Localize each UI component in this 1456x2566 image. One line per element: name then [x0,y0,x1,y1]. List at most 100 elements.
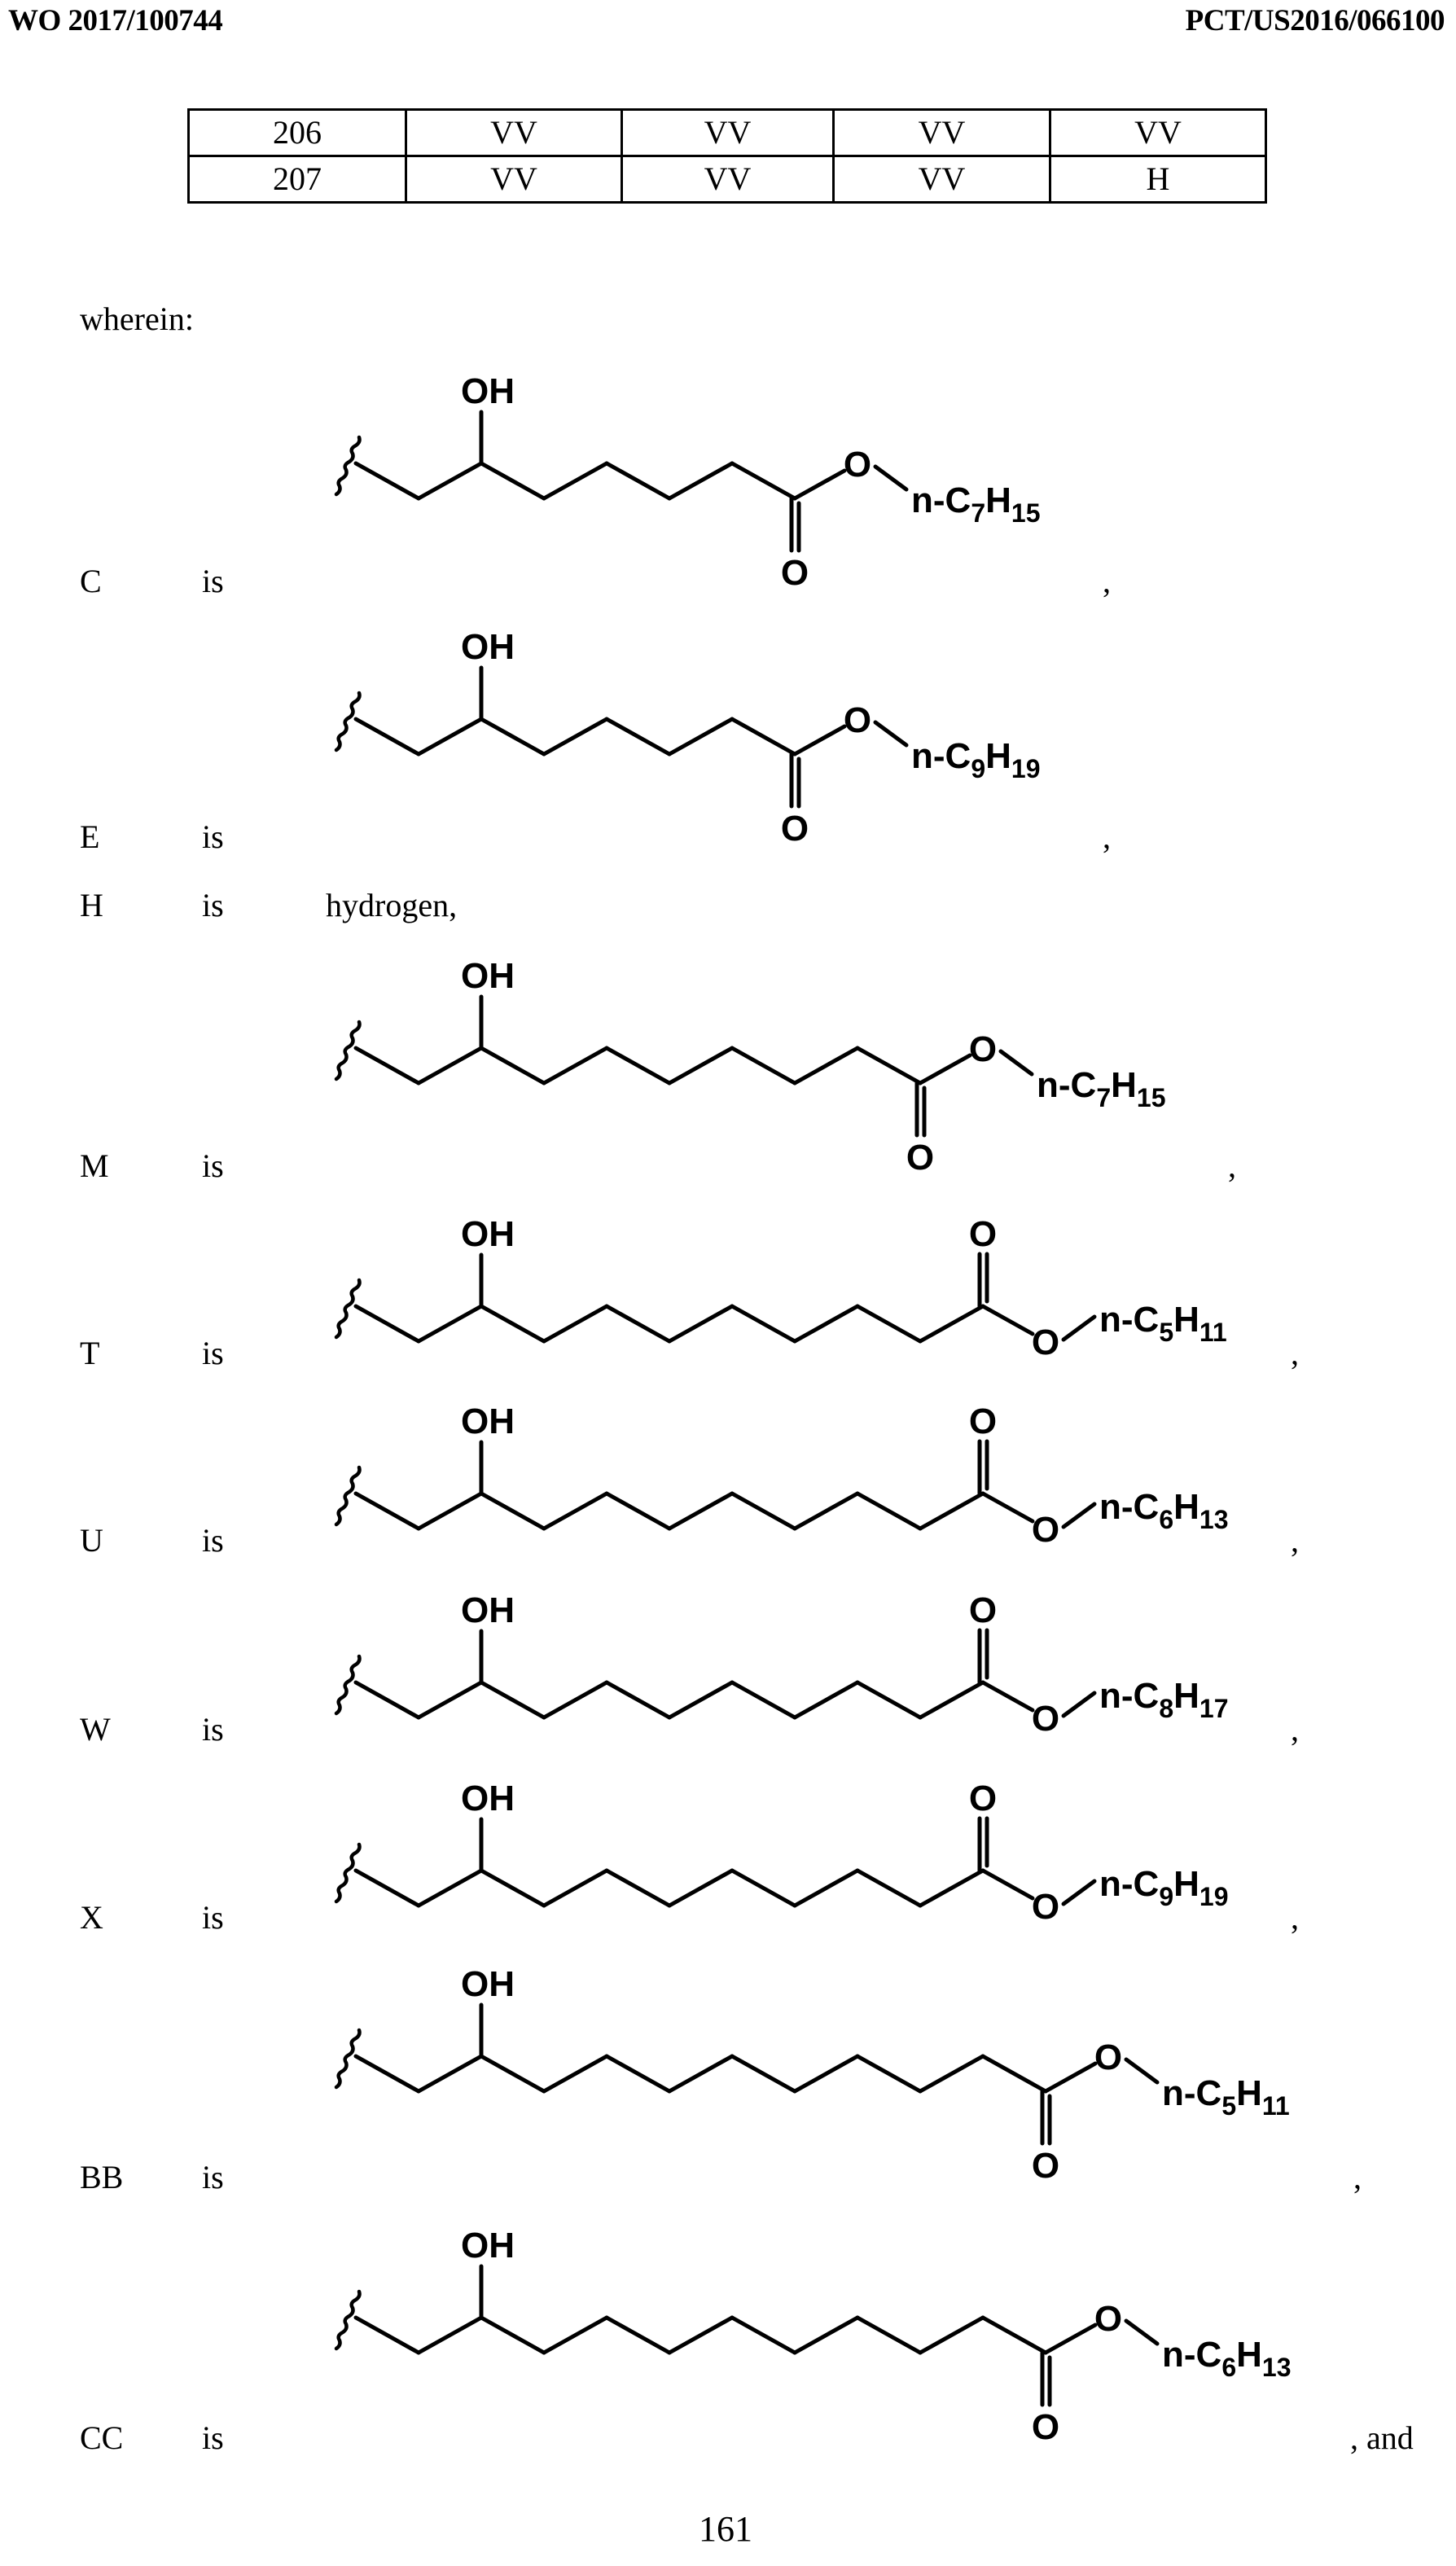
structure-m: OH O On-C7H15 [334,956,1165,1178]
alkyl-group-label: n-C8H17 [1099,1676,1228,1723]
table-cell: 207 [187,155,407,204]
hydroxyl-label: OH [461,1590,515,1630]
ester-oxygen-label: O [1094,2299,1122,2339]
alkyl-group-label: n-C7H15 [911,480,1040,528]
ester-oxygen-label: O [1032,1322,1059,1362]
compound-table: 206 VV VV VV VV 207 VV VV VV H [187,108,1267,204]
definition-symbol: U [80,1522,103,1559]
wavy-bond-icon [334,1465,362,1527]
structure-c: OH O On-C7H15 [334,371,1040,593]
alkyl-group-label: n-C9H19 [1099,1864,1228,1911]
carbonyl-oxygen-label: O [781,553,809,593]
structure-bb: OH O On-C5H11 [334,1964,1290,2186]
hydroxyl-label: OH [461,371,515,411]
definition-verb: is [202,1522,224,1559]
definition-verb: is [202,563,224,599]
definition-symbol: M [80,1147,109,1184]
definition-symbol: BB [80,2159,124,2195]
definition-symbol: H [80,887,103,923]
structure-u: OH O On-C6H13 [334,1401,1228,1550]
definition-trailing-punctuation: , [1103,818,1111,855]
table-cell: VV [405,155,623,204]
hydroxyl-label: OH [461,2226,515,2266]
table-row: 207 VV VV VV H [187,155,1267,204]
hydroxyl-label: OH [461,1779,515,1818]
hydroxyl-label: OH [461,956,515,996]
wavy-bond-icon [334,1278,362,1340]
hydroxyl-label: OH [461,627,515,667]
definition-trailing-punctuation: , and [1350,2419,1414,2456]
carbonyl-oxygen-label: O [969,1214,997,1254]
hydroxyl-label: OH [461,1214,515,1254]
wavy-bond-icon [334,1020,362,1081]
definition-verb: is [202,818,224,855]
ester-oxygen-label: O [1094,2037,1122,2077]
definition-trailing-punctuation: , [1291,1522,1299,1559]
wavy-bond-icon [334,2289,362,2351]
table-cell: VV [1049,108,1267,157]
structure-x: OH O On-C9H19 [334,1779,1228,1927]
carbonyl-oxygen-label: O [1032,2407,1059,2447]
definition-verb: is [202,1899,224,1936]
application-number: PCT/US2016/066100 [1185,4,1445,37]
table-cell: VV [832,108,1051,157]
wavy-bond-icon [334,691,362,752]
table-cell: VV [405,108,623,157]
ester-oxygen-label: O [1032,1699,1059,1739]
carbonyl-oxygen-label: O [969,1401,997,1441]
definition-trailing-punctuation: , [1353,2159,1362,2195]
definition-verb: is [202,2159,224,2195]
definition-verb: is [202,1711,224,1748]
alkyl-group-label: n-C7H15 [1037,1065,1165,1112]
table-cell: 206 [187,108,407,157]
definition-trailing-punctuation: , [1291,1899,1299,1936]
carbonyl-oxygen-label: O [906,1138,934,1178]
alkyl-group-label: n-C6H13 [1162,2335,1291,2382]
structure-w: OH O On-C8H17 [334,1590,1228,1739]
table-cell: VV [832,155,1051,204]
ester-oxygen-label: O [1032,1510,1059,1550]
alkyl-group-label: n-C5H11 [1099,1300,1227,1347]
wherein-label: wherein: [80,300,194,337]
definition-trailing-punctuation: , [1228,1147,1236,1184]
definition-verb: is [202,887,224,923]
hydroxyl-label: OH [461,1401,515,1441]
definition-trailing-punctuation: , [1291,1335,1299,1371]
carbonyl-oxygen-label: O [1032,2146,1059,2186]
structure-e: OH O On-C9H19 [334,627,1040,849]
page-number: 161 [699,2509,752,2549]
wavy-bond-icon [334,1842,362,1904]
definition-symbol: X [80,1899,103,1936]
alkyl-group-label: n-C5H11 [1162,2073,1290,2121]
carbonyl-oxygen-label: O [969,1779,997,1818]
alkyl-group-label: n-C9H19 [911,736,1040,783]
alkyl-group-label: n-C6H13 [1099,1487,1228,1534]
ester-oxygen-label: O [844,445,871,485]
definition-trailing-punctuation: , [1291,1711,1299,1748]
hydroxyl-label: OH [461,1964,515,2004]
definition-verb: is [202,2419,224,2456]
carbonyl-oxygen-label: O [969,1590,997,1630]
publication-number: WO 2017/100744 [8,4,223,37]
definition-symbol: E [80,818,100,855]
ester-oxygen-label: O [844,700,871,740]
table-cell: H [1049,155,1267,204]
table-cell: VV [621,155,835,204]
structure-t: OH O On-C5H11 [334,1214,1227,1362]
table-row: 206 VV VV VV VV [187,108,1267,157]
definition-trailing-punctuation: , [1103,563,1111,599]
definition-value: hydrogen, [326,887,458,923]
definition-symbol: C [80,563,102,599]
definition-verb: is [202,1147,224,1184]
wavy-bond-icon [334,435,362,497]
wavy-bond-icon [334,1654,362,1716]
definition-symbol: W [80,1711,111,1748]
ester-oxygen-label: O [1032,1887,1059,1927]
ester-oxygen-label: O [969,1029,997,1069]
wavy-bond-icon [334,2028,362,2090]
definition-verb: is [202,1335,224,1371]
table-cell: VV [621,108,835,157]
carbonyl-oxygen-label: O [781,809,809,849]
definition-symbol: T [80,1335,100,1371]
